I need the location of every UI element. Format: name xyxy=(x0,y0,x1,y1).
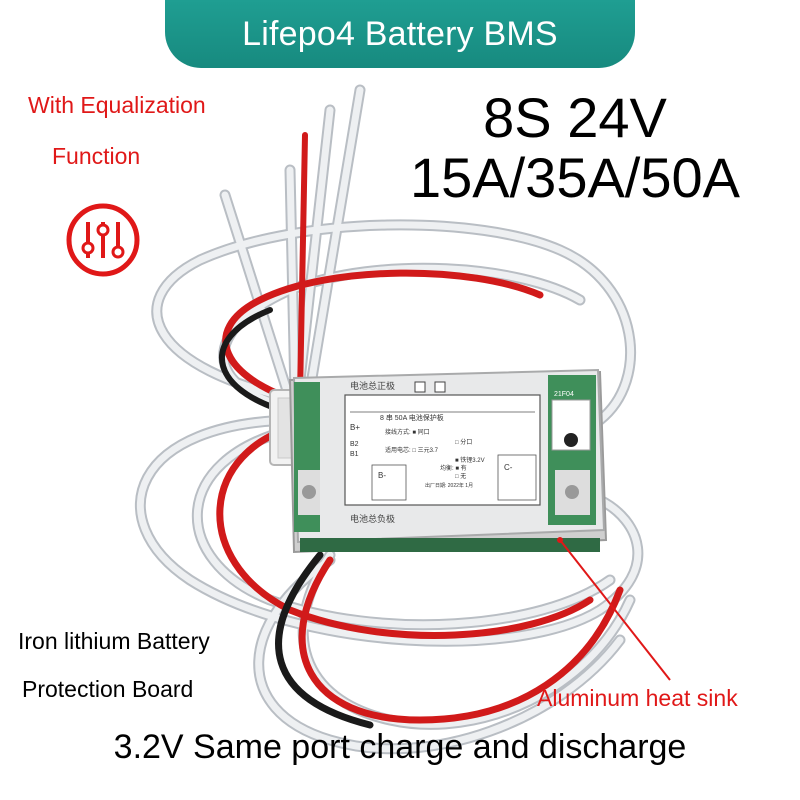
feature-line-1: With Equalization xyxy=(28,92,206,118)
equalizer-icon xyxy=(66,203,140,277)
banner-title: Lifepo4 Battery BMS xyxy=(242,14,558,53)
panel-title: 8 串 50A 电池保护板 xyxy=(380,413,444,422)
panel-row6: □ 无 xyxy=(455,473,466,480)
footer-text: 3.2V Same port charge and discharge xyxy=(113,728,687,766)
terminal-b-plus: B+ xyxy=(350,423,360,432)
panel-row1: 接线方式: ■ 同口 xyxy=(385,428,430,436)
chip-code: 21F04 xyxy=(554,391,574,398)
spec-currents: 15A/35A/50A xyxy=(409,146,741,209)
terminal-b1: B1 xyxy=(350,451,359,458)
description-line-2: Protection Board xyxy=(22,676,194,702)
board-label-top: 电池总正极 xyxy=(350,380,395,391)
description-line-1: Iron lithium Battery xyxy=(18,628,210,654)
feature-line-2: Function xyxy=(52,143,141,169)
panel-row5: 均衡: ■ 有 xyxy=(440,464,467,472)
panel-row4: ■ 铁锂3.2V xyxy=(455,456,485,464)
title-banner: Lifepo4 Battery BMS xyxy=(165,0,635,68)
panel-row3: 适用电芯: □ 三元3.7 xyxy=(385,446,439,454)
terminal-c-minus: C- xyxy=(504,463,513,472)
spec-config: 8S 24V xyxy=(483,86,667,149)
board-label-bottom: 电池总负极 xyxy=(350,513,395,524)
terminal-b2: B2 xyxy=(350,441,359,448)
panel-row2: □ 分口 xyxy=(455,438,472,446)
heat-sink-callout: Aluminum heat sink xyxy=(537,685,738,711)
terminal-b-minus: B- xyxy=(378,471,386,480)
panel-factory-date: 出厂日期: 2022年 1月 xyxy=(425,482,473,489)
